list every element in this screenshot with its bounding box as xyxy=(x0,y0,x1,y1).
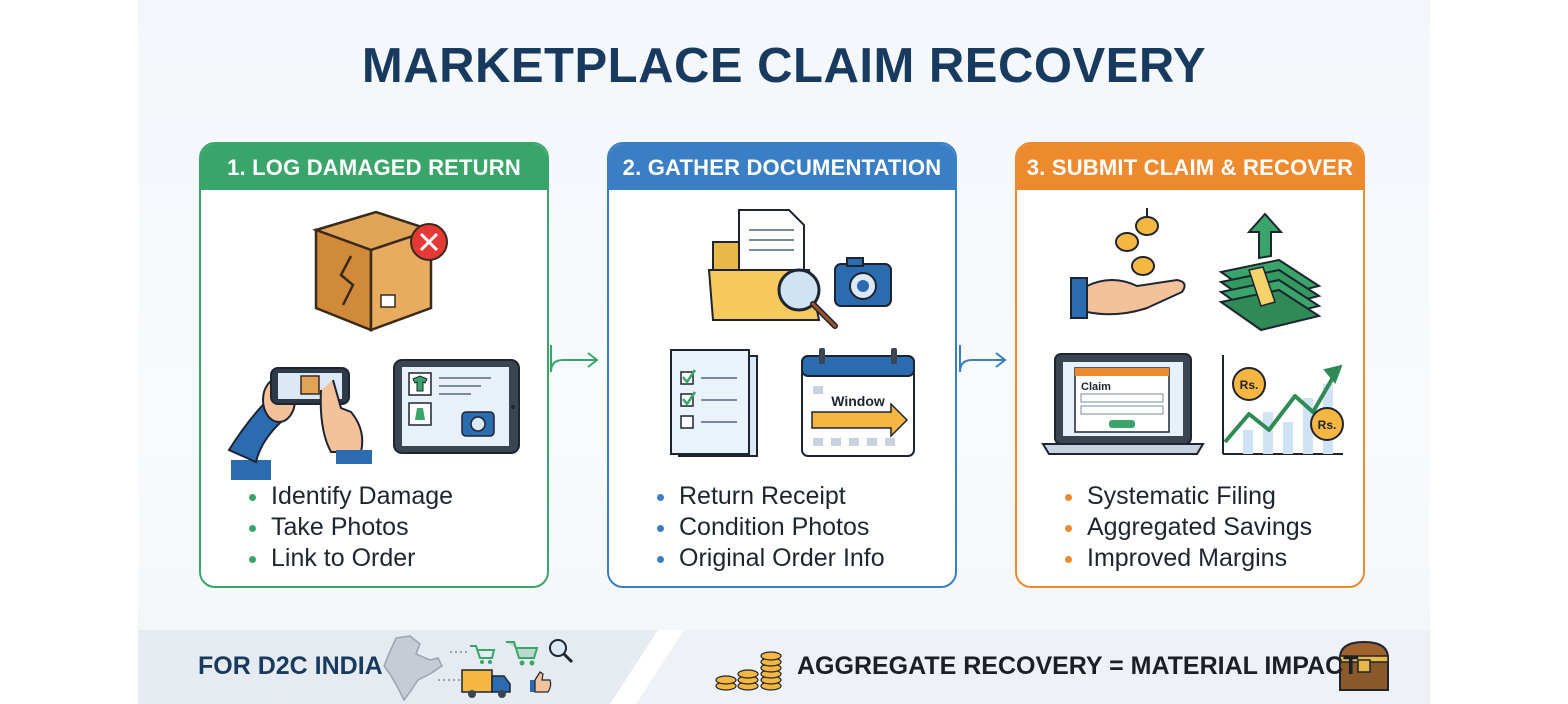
coin-stacks-icon xyxy=(715,651,782,691)
step-card-log-damaged-return: 1. LOG DAMAGED RETURN xyxy=(199,142,549,588)
money-stack-icon xyxy=(1218,212,1322,332)
bullet-item: Aggregated Savings xyxy=(1063,512,1312,543)
thumbs-up-icon xyxy=(530,671,552,693)
growth-chart-icon: Rs. Rs. xyxy=(1222,355,1344,455)
treasure-chest-icon xyxy=(1338,640,1390,691)
step-header: 3. SUBMIT CLAIM & RECOVER xyxy=(1017,144,1363,190)
connector-arrow-1 xyxy=(550,345,596,373)
step-card-gather-documentation: 2. GATHER DOCUMENTATION xyxy=(607,142,957,588)
step-header: 1. LOG DAMAGED RETURN xyxy=(201,144,547,190)
step-illustration: Claim Rs. Rs. xyxy=(1041,208,1344,455)
coin-label: Rs. xyxy=(1318,418,1337,432)
tablet-listing-icon xyxy=(393,359,520,454)
step-illustration: Window xyxy=(670,209,915,457)
step-bullets: Return Receipt Condition Photos Original… xyxy=(655,481,885,574)
bullet-item: Condition Photos xyxy=(655,512,885,543)
step-card-submit-claim: 3. SUBMIT CLAIM & RECOVER xyxy=(1015,142,1365,588)
step-bullets: Systematic Filing Aggregated Savings Imp… xyxy=(1063,481,1312,574)
folder-search-icon xyxy=(707,209,838,329)
bullet-item: Return Receipt xyxy=(655,481,885,512)
shopping-cart-icon xyxy=(470,641,539,666)
india-map-icon xyxy=(383,635,443,702)
step-header: 2. GATHER DOCUMENTATION xyxy=(609,144,955,190)
error-icon xyxy=(410,223,448,261)
laptop-claim-label: Claim xyxy=(1081,381,1111,393)
camera-icon xyxy=(834,257,892,307)
footer-background xyxy=(383,630,1430,704)
phone-camera-icon xyxy=(227,367,372,480)
step-bullets: Identify Damage Take Photos Link to Orde… xyxy=(247,481,453,574)
hand-coins-icon xyxy=(1070,208,1186,319)
flow-connectors xyxy=(550,345,1007,373)
calendar-window-icon: Window xyxy=(801,348,915,457)
bullet-item: Identify Damage xyxy=(247,481,453,512)
connector-arrow-2 xyxy=(959,345,1004,373)
coin-label: Rs. xyxy=(1240,378,1259,392)
search-icon xyxy=(549,639,574,664)
page-title: MARKETPLACE CLAIM RECOVERY xyxy=(361,39,1207,93)
damaged-box-icon xyxy=(312,210,435,332)
bullet-item: Improved Margins xyxy=(1063,543,1312,574)
delivery-truck-icon xyxy=(461,669,511,698)
bullet-item: Original Order Info xyxy=(655,543,885,574)
laptop-claim-form-icon: Claim xyxy=(1041,353,1205,455)
bullet-item: Systematic Filing xyxy=(1063,481,1312,512)
footer-right-text: AGGREGATE RECOVERY = MATERIAL IMPACT xyxy=(797,652,1359,680)
checklist-document-icon xyxy=(670,349,758,457)
bullet-item: Link to Order xyxy=(247,543,453,574)
step-illustration xyxy=(227,210,520,480)
footer-banner: FOR D2C INDIA AGGREGATE RECOVERY = MATER… xyxy=(138,630,1430,704)
bullet-item: Take Photos xyxy=(247,512,453,543)
diagram-canvas: MARKETPLACE CLAIM RECOVERY 1. LOG DAMAGE… xyxy=(138,0,1430,704)
calendar-label: Window xyxy=(831,393,885,409)
footer-left-text: FOR D2C INDIA xyxy=(198,652,383,680)
